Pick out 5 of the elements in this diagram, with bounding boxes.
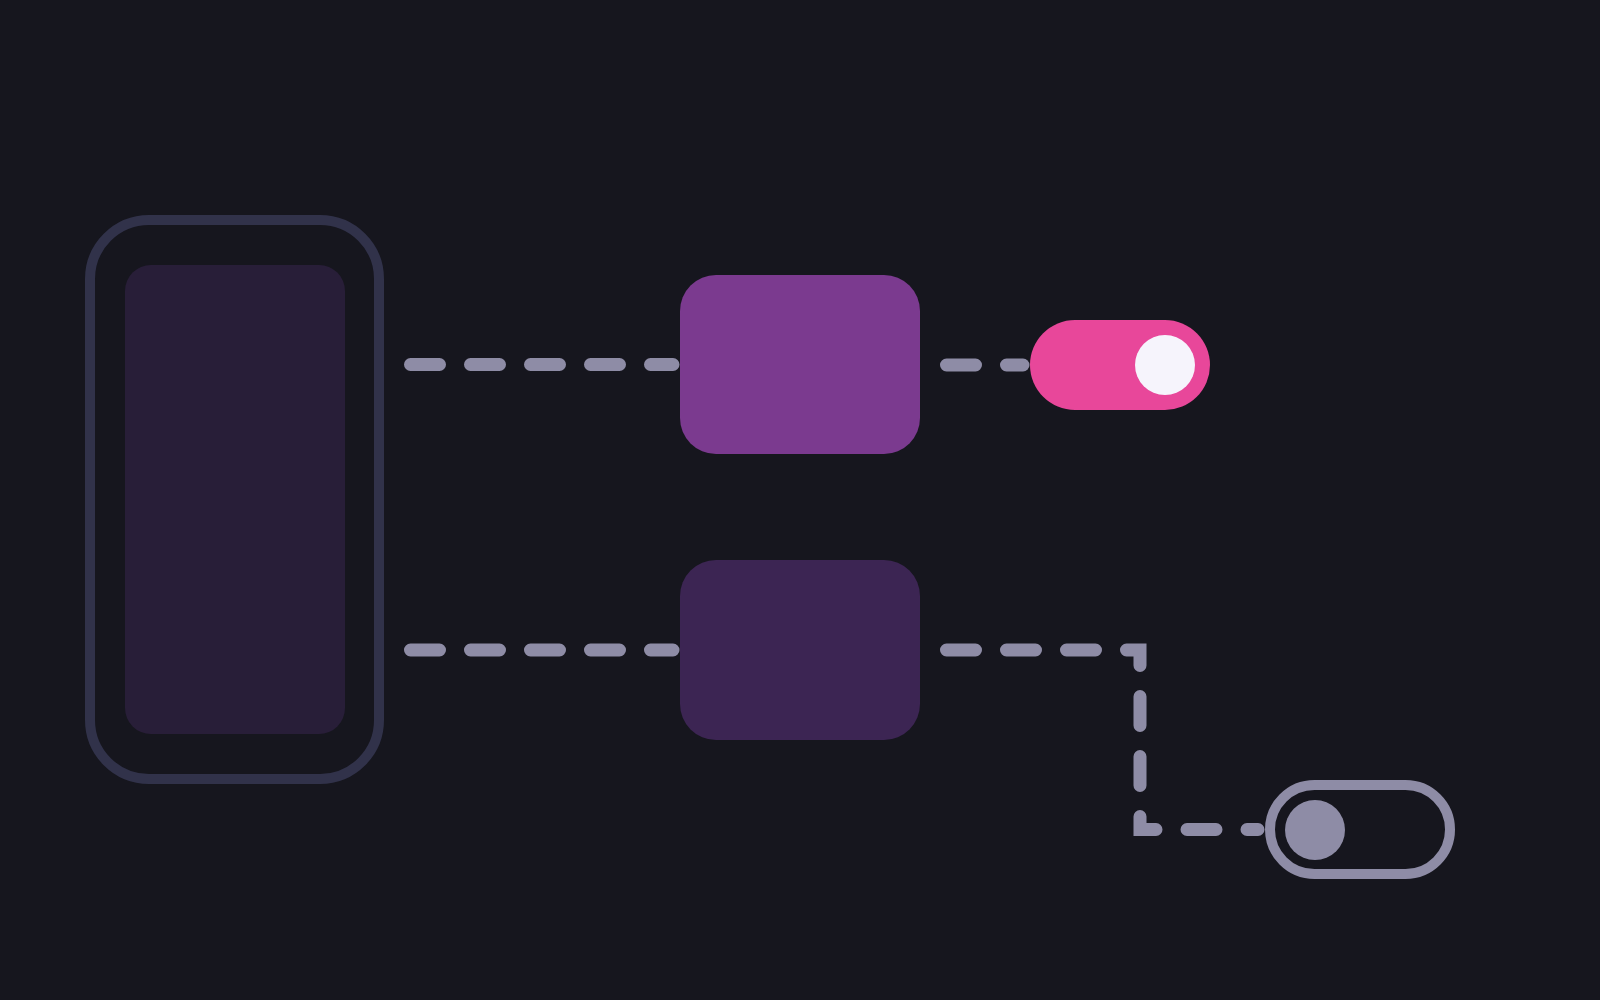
- screen-panel: [125, 265, 345, 734]
- rounded-block: [680, 275, 920, 454]
- device-frame: [85, 215, 384, 784]
- rounded-block: [680, 560, 920, 740]
- toggle-switch: [1265, 780, 1455, 879]
